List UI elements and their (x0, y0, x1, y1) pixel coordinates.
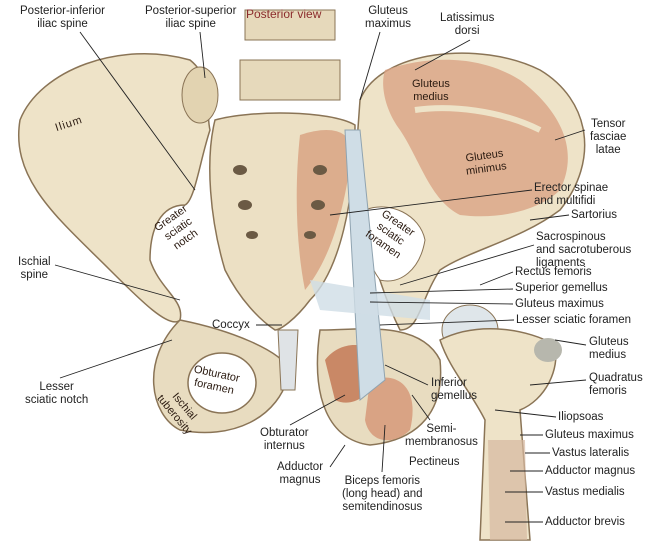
label-adductor-brevis: Adductor brevis (545, 516, 625, 528)
label-line: Quadratus (589, 372, 643, 384)
label-line: Inferior (431, 377, 467, 389)
label-line: latae (595, 144, 621, 156)
label-line: Semi- (426, 423, 457, 435)
label-rectus-femoris: Rectus femoris (515, 266, 592, 278)
label-vastus-medialis: Vastus medialis (545, 486, 625, 498)
label-superior-gemellus: Superior gemellus (515, 282, 608, 294)
femur (439, 328, 557, 541)
label-iliopsoas: Iliopsoas (558, 411, 604, 423)
label-line: fasciae (590, 131, 627, 143)
label-line: iliac spine (165, 18, 216, 30)
label-line: (long head) and (342, 488, 423, 500)
label-line: Adductor (277, 461, 324, 473)
gluteal-muscle-attachments (383, 59, 568, 217)
label-semimembranosus: Semi-membranosus (405, 423, 478, 449)
label-line: and sacrotuberous (536, 244, 632, 256)
label-line: ligaments (536, 257, 586, 269)
label-line: Posterior-inferior (20, 5, 105, 17)
label-line: medius (413, 91, 449, 103)
label-lesser-sciatic-foramen: Lesser sciatic foramen (516, 314, 632, 326)
label-line: Ischial (18, 256, 51, 268)
label-line: sciatic notch (25, 394, 89, 406)
leader-lines (54, 31, 587, 523)
lumbar-vertebra (239, 9, 341, 101)
label-line: Erector spinae (534, 182, 609, 194)
obturator-foramen-left (187, 352, 257, 414)
label-line: Gluteus (589, 336, 629, 348)
label-line: gemellus (431, 390, 478, 402)
label-pectineus: Pectineus (409, 456, 460, 468)
left-ilium (18, 53, 211, 323)
label-gluteus-maximus-mid: Gluteus maximus (515, 298, 604, 310)
label-line: Tensor (590, 118, 626, 130)
label-line: magnus (279, 474, 321, 486)
label-line: Posterior-superior (145, 5, 237, 17)
erector-spinae-muscle (296, 130, 352, 290)
label-line: maximus (365, 18, 412, 30)
label-coccyx: Coccyx (212, 319, 250, 331)
coccyx-bone (277, 329, 299, 391)
label-line: Lesser (39, 381, 74, 393)
label-sartorius: Sartorius (571, 209, 618, 221)
label-line: Biceps femoris (344, 475, 420, 487)
label-adductor-magnus-right: Adductor magnus (545, 465, 636, 477)
label-line: Obturator (260, 427, 309, 439)
label-line: Latissimus (440, 12, 495, 24)
label-line: iliac spine (37, 18, 88, 30)
label-line: Sacrospinous (536, 231, 606, 243)
view-title: Posterior view (246, 7, 322, 21)
label-line: and multifidi (534, 195, 596, 207)
label-line: membranosus (405, 436, 478, 448)
label-line: dorsi (454, 25, 480, 37)
label-line: medius (589, 349, 627, 361)
label-line: internus (263, 440, 305, 452)
label-line: semitendinosus (342, 501, 423, 513)
label-gluteus-maximus-low: Gluteus maximus (545, 429, 634, 441)
label-line: Gluteus (412, 78, 450, 90)
label-line: femoris (589, 385, 627, 397)
label-line: spine (20, 269, 49, 281)
label-vastus-lateralis: Vastus lateralis (552, 447, 630, 459)
label-line: Gluteus (368, 5, 408, 17)
